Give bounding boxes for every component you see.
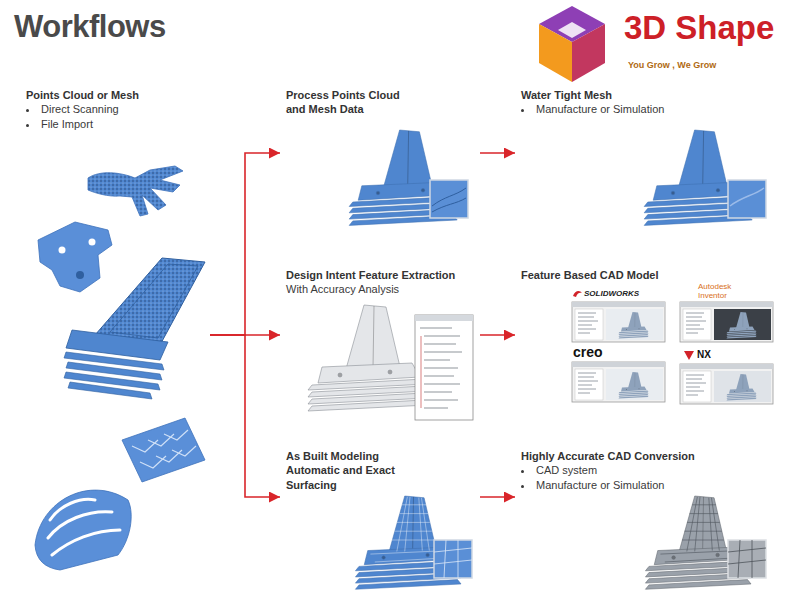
creo-screen (572, 362, 665, 402)
zoom-inset (434, 540, 472, 578)
helmet-vents (48, 499, 120, 555)
software-logo: SOLIDWORKS (584, 289, 639, 299)
scan-samples (35, 166, 205, 570)
inset-grid (434, 540, 472, 578)
panel-bar (415, 315, 473, 321)
step-heading: As Built Modeling Automatic and Exact Su… (286, 449, 411, 492)
bullet-item: CAD system (521, 463, 781, 477)
step-heading: Process Points Cloud and Mesh Data (286, 88, 411, 117)
helmet-scan (35, 490, 131, 570)
step-heading: Design Intent Feature Extraction (286, 268, 476, 282)
connectors (210, 153, 515, 497)
step-heading: Points Cloud or Mesh (26, 88, 196, 102)
bracket-hole (89, 239, 96, 246)
software-logo: Autodesk Inventor (698, 283, 758, 301)
workflow-step: Feature Based CAD Model (515, 262, 785, 437)
step-note: With Accuracy Analysis (286, 282, 476, 296)
step-heading: Water Tight Mesh (521, 88, 741, 102)
inset-grid (728, 540, 766, 578)
bracket-hole (76, 271, 84, 279)
workflow-step: Points Cloud or MeshDirect ScanningFile … (20, 82, 210, 590)
tread-scan (122, 418, 205, 482)
bracket-scan (38, 222, 112, 292)
bracket-hole (59, 247, 66, 254)
bullet-item: Direct Scanning (26, 102, 206, 116)
zoom-inset (728, 540, 766, 578)
software-logo: creo (573, 345, 603, 359)
inset-detail (730, 188, 764, 206)
brand-slogan: You Grow , We Grow (628, 60, 716, 71)
step-heading: Feature Based CAD Model (521, 268, 741, 282)
nx-screen (680, 364, 773, 404)
logo-cube (539, 6, 605, 82)
page-title: Workflows (14, 8, 166, 45)
hand-scan (88, 166, 183, 216)
blade-scan (95, 258, 205, 345)
cad-screens (572, 291, 773, 404)
feature-blade (308, 305, 428, 411)
blade-scan-rim (110, 264, 198, 338)
flow-arrow (480, 334, 515, 336)
workflow-step: Process Points Cloud and Mesh Data (280, 82, 480, 242)
processed-mesh (349, 130, 468, 225)
flow-arrow (210, 335, 280, 497)
blade-scan-root (64, 352, 164, 399)
bullet-item: Manufacture or Simulation (521, 102, 781, 116)
nx-logo (684, 351, 694, 360)
tree-rows (420, 328, 462, 408)
feature-extraction (308, 305, 473, 420)
workflow-step: Design Intent Feature ExtractionWith Acc… (280, 262, 480, 437)
watertight-mesh (644, 130, 766, 225)
cube-notch (558, 22, 586, 38)
bullet-item: Manufacture or Simulation (521, 478, 781, 492)
zoom-inset (430, 180, 468, 218)
bullet-item: File Import (26, 117, 206, 131)
cad-conversion (645, 496, 766, 589)
software-logo: NX (697, 349, 711, 360)
feature-tree-panel (415, 315, 473, 420)
flow-arrow (480, 496, 515, 498)
tread-grooves (132, 430, 196, 468)
zoom-inset (728, 180, 766, 218)
flow-arrow (210, 153, 280, 335)
workflow-step: Highly Accurate CAD ConversionCAD system… (515, 443, 785, 593)
step-heading: Highly Accurate CAD Conversion (521, 449, 761, 463)
inset-detail (432, 188, 466, 212)
as-built-surfacing (355, 496, 472, 589)
solidworks-logo (573, 291, 582, 297)
tree-marks (421, 336, 422, 408)
flow-arrow (480, 152, 515, 154)
inventor-screen (680, 302, 773, 342)
brand-name: 3D Shape (624, 8, 774, 48)
solidworks-screen (572, 302, 665, 342)
workflow-step: Water Tight MeshManufacture or Simulatio… (515, 82, 785, 242)
workflow-step: As Built Modeling Automatic and Exact Su… (280, 443, 480, 593)
